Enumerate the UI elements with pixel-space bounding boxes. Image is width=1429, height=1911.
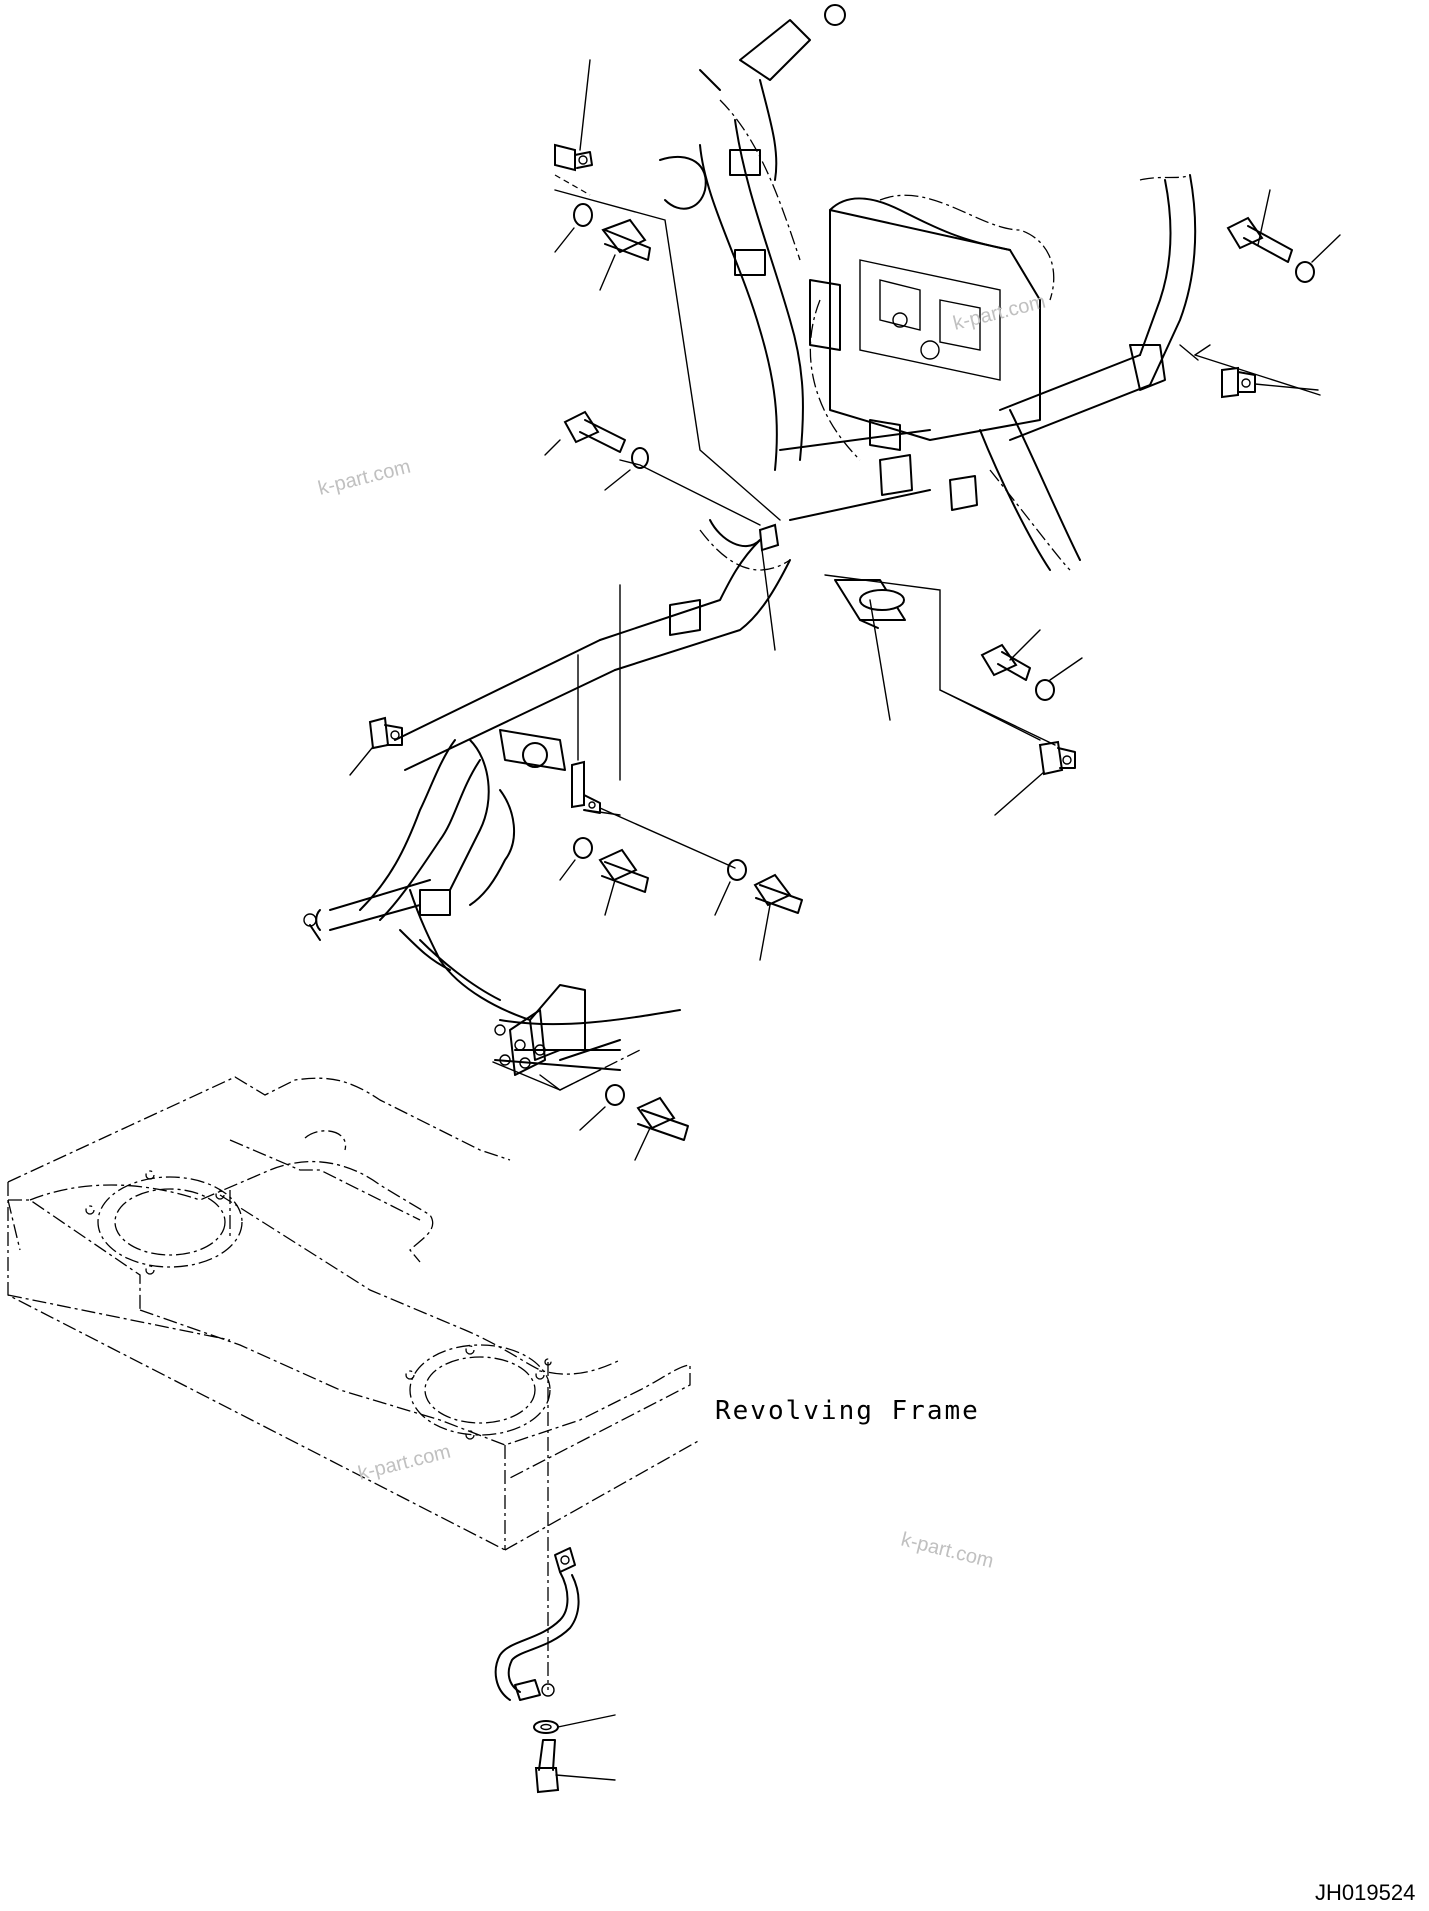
drawing-number: JH019524	[1315, 1880, 1416, 1905]
lower-harness-assembly	[303, 639, 681, 1091]
watermark-1: k-part.com	[316, 456, 413, 500]
assembly-leader-lines	[492, 189, 1321, 1091]
revolving-frame	[7, 1076, 701, 1551]
upper-harness-assembly	[599, 4, 1197, 671]
watermark-3: k-part.com	[356, 1441, 453, 1485]
ground-cable	[494, 1362, 580, 1701]
revolving-frame-label: Revolving Frame	[715, 1396, 980, 1426]
fasteners	[349, 59, 1341, 1794]
watermark-4: k-part.com	[899, 1529, 996, 1573]
